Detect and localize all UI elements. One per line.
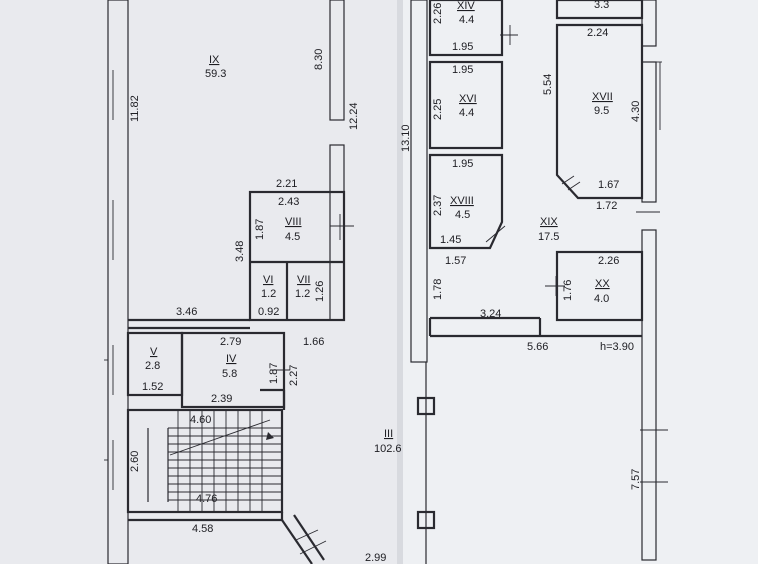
dim-1-87-iv: 1.87 — [268, 363, 280, 384]
room-id-xiv: XIV — [457, 0, 475, 12]
dim-2-27: 2.27 — [288, 365, 300, 386]
dim-1-67: 1.67 — [598, 179, 619, 191]
room-area-ix: 59.3 — [205, 68, 226, 80]
dim-1-57: 1.57 — [445, 255, 466, 267]
room-id-xx: XX — [595, 278, 610, 290]
dim-3-46: 3.46 — [176, 306, 197, 318]
dim-1-95-c: 1.95 — [452, 158, 473, 170]
height-note: h=3.90 — [600, 341, 634, 353]
room-area-xix: 17.5 — [538, 231, 559, 243]
room-area-xvi: 4.4 — [459, 107, 474, 119]
room-id-viii: VIII — [285, 216, 302, 228]
dim-2-79: 2.79 — [220, 336, 241, 348]
room-id-xvi: XVI — [459, 93, 477, 105]
right-floor-walls — [410, 0, 668, 564]
dim-2-60: 2.60 — [129, 451, 141, 472]
dim-3-48: 3.48 — [234, 241, 246, 262]
dim-11-82: 11.82 — [129, 95, 141, 122]
room-area-top-right: 3.3 — [594, 0, 609, 11]
dim-4-76: 4.76 — [196, 493, 217, 505]
room-area-viii: 4.5 — [285, 231, 300, 243]
room-id-v: V — [150, 346, 158, 358]
dim-1-78: 1.78 — [432, 279, 444, 300]
dim-4-58: 4.58 — [192, 523, 213, 535]
dim-1-26: 1.26 — [314, 281, 326, 302]
room-id-iii: III — [384, 428, 393, 440]
room-id-iv: IV — [226, 353, 237, 365]
room-id-vi: VI — [263, 274, 273, 286]
room-id-ix: IX — [209, 54, 220, 66]
room-area-v: 2.8 — [145, 360, 160, 372]
room-area-iv: 5.8 — [222, 368, 237, 380]
room-id-xix: XIX — [540, 216, 558, 228]
dim-5-66: 5.66 — [527, 341, 548, 353]
dim-2-39: 2.39 — [211, 393, 232, 405]
dim-1-72: 1.72 — [596, 200, 617, 212]
dim-1-45: 1.45 — [440, 234, 461, 246]
room-area-xviii: 4.5 — [455, 209, 470, 221]
room-area-xvii: 9.5 — [594, 105, 609, 117]
dim-2-43: 2.43 — [278, 196, 299, 208]
room-area-xx: 4.0 — [594, 293, 609, 305]
dim-2-24: 2.24 — [587, 27, 608, 39]
dim-2-26-xx: 2.26 — [598, 255, 619, 267]
room-id-xvii: XVII — [592, 91, 613, 103]
dim-2-99: 2.99 — [365, 552, 386, 564]
dim-4-60: 4.60 — [190, 414, 211, 426]
dim-12-24: 12.24 — [348, 102, 360, 130]
room-area-iii: 102.6 — [374, 443, 402, 455]
dim-4-30: 4.30 — [630, 101, 642, 122]
dim-8-30: 8.30 — [313, 49, 325, 70]
room-area-xiv: 4.4 — [459, 14, 474, 26]
dim-1-76: 1.76 — [562, 280, 574, 301]
dim-1-95-a: 1.95 — [452, 41, 473, 53]
dim-1-66: 1.66 — [303, 336, 324, 348]
dim-2-26-xiv: 2.26 — [432, 3, 444, 24]
room-area-vii: 1.2 — [295, 288, 310, 300]
room-id-xviii: XVIII — [450, 195, 474, 207]
dim-3-24: 3.24 — [480, 308, 501, 320]
dim-7-57: 7.57 — [630, 469, 642, 490]
dim-1-87-viii: 1.87 — [254, 219, 266, 240]
dim-5-54: 5.54 — [542, 74, 554, 95]
room-area-vi: 1.2 — [261, 288, 276, 300]
dim-2-25: 2.25 — [432, 99, 444, 120]
dim-2-21: 2.21 — [276, 178, 297, 190]
dim-13-10: 13.10 — [400, 124, 412, 152]
dim-2-37: 2.37 — [432, 195, 444, 216]
dim-0-92: 0.92 — [258, 306, 279, 318]
dim-1-95-b: 1.95 — [452, 64, 473, 76]
room-id-vii: VII — [297, 274, 310, 286]
left-floor-walls — [104, 0, 354, 564]
dim-1-52: 1.52 — [142, 381, 163, 393]
